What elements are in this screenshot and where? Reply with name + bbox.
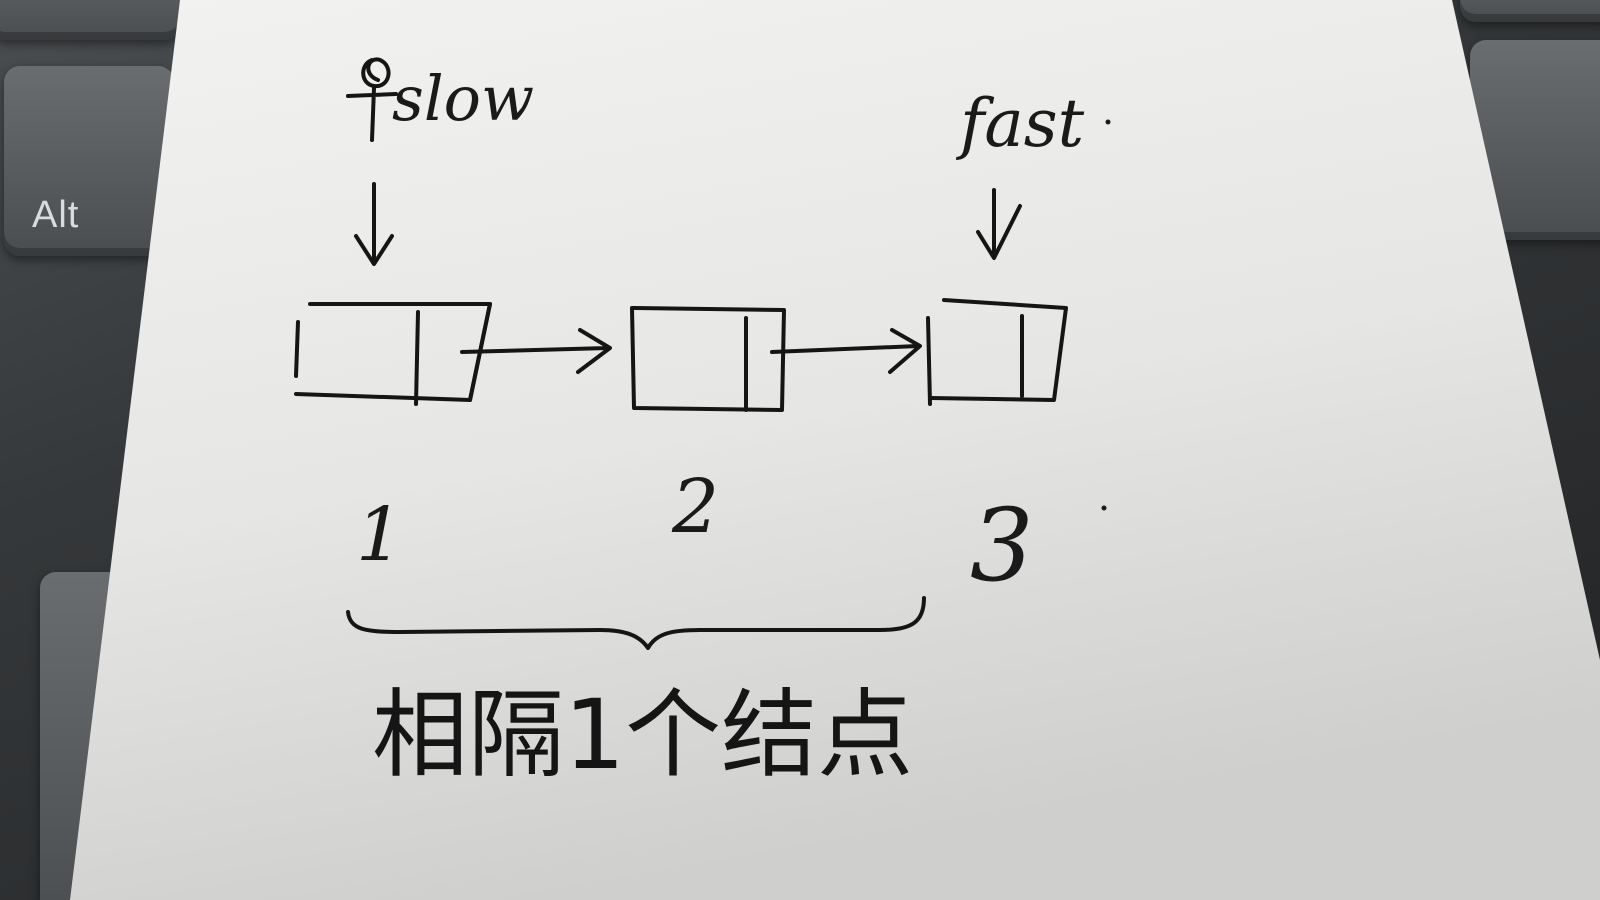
stray-dot	[1105, 119, 1111, 125]
node-3-index-label: 3	[970, 487, 1034, 604]
link-arrow-1	[460, 328, 612, 374]
link-arrow-2	[770, 328, 922, 374]
node-2-index-label: 2	[671, 464, 719, 550]
scribble-mark	[346, 57, 398, 142]
alt-key-label: Alt	[32, 194, 80, 236]
bracket-caption: 相隔1个结点	[372, 679, 913, 791]
alt-key: Alt	[4, 66, 174, 256]
node-1-index-label: 1	[356, 492, 403, 578]
slow-down-arrow	[354, 182, 394, 266]
curly-brace	[346, 596, 926, 650]
fast-pointer-label: fast	[955, 85, 1085, 162]
stray-dot-2	[1101, 505, 1107, 511]
list-node-2	[630, 306, 786, 412]
paper-sheet	[70, 0, 1600, 900]
list-node-3	[926, 298, 1068, 406]
slow-pointer-label: slow	[392, 62, 534, 135]
fast-down-arrow	[976, 188, 1022, 260]
top-right-key	[1460, 0, 1600, 22]
upper-left-key	[0, 0, 180, 40]
